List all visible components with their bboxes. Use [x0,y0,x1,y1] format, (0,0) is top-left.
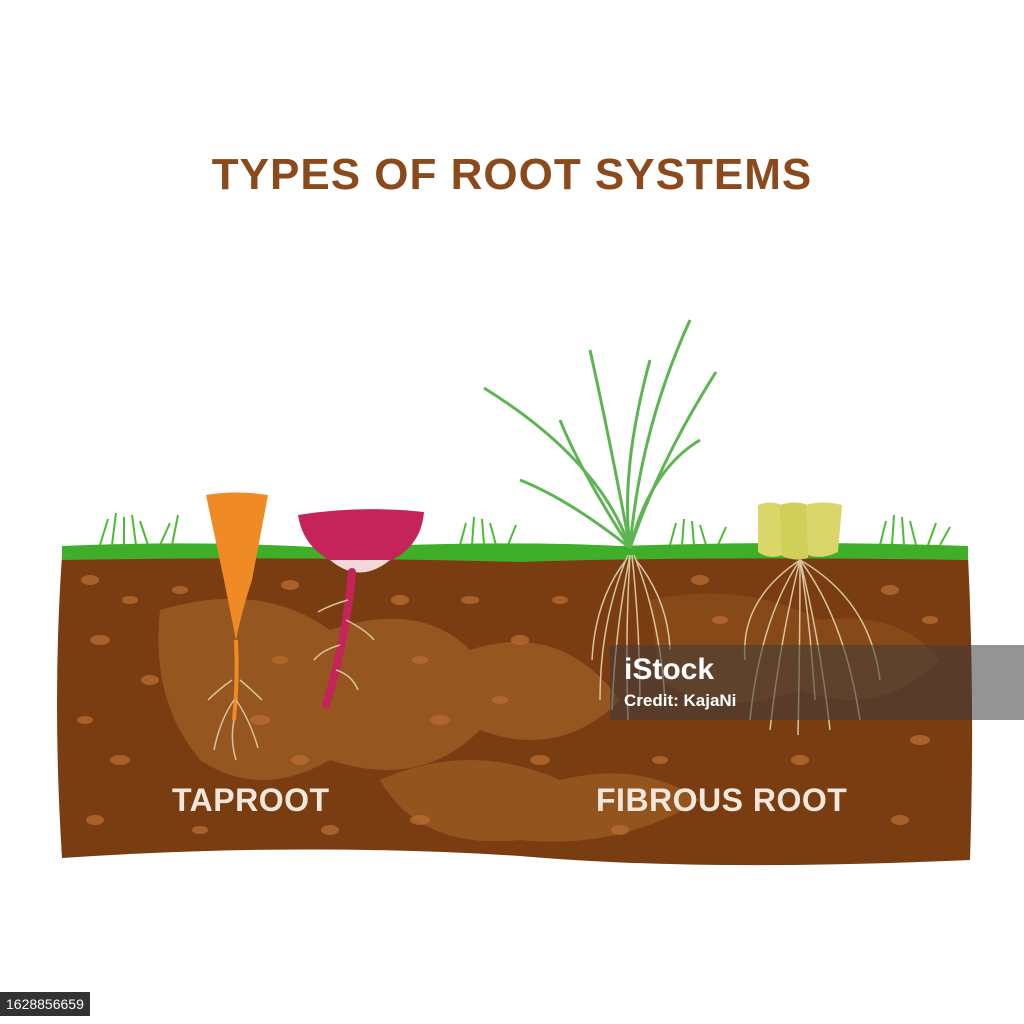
watermark-credit: Credit: KajaNi [624,691,737,710]
stock-id-badge: 1628856659 [0,992,90,1016]
diagram-title: TYPES OF ROOT SYSTEMS [211,150,813,199]
grass-tufts [99,512,951,546]
watermark-logo: iStock [624,653,715,686]
radish-taproot [298,509,424,709]
soil-patch-light [380,760,700,842]
fibrous-root-label: FIBROUS ROOT [596,782,848,818]
grass-strip [62,543,968,562]
watermark: iStock Credit: KajaNi [610,645,1024,720]
carrot-taproot [206,492,268,761]
soil-patch-light [158,598,620,780]
onion-plant-fibrous [483,319,718,721]
taproot-label: TAPROOT [172,782,330,818]
soil-pebbles [77,575,938,835]
